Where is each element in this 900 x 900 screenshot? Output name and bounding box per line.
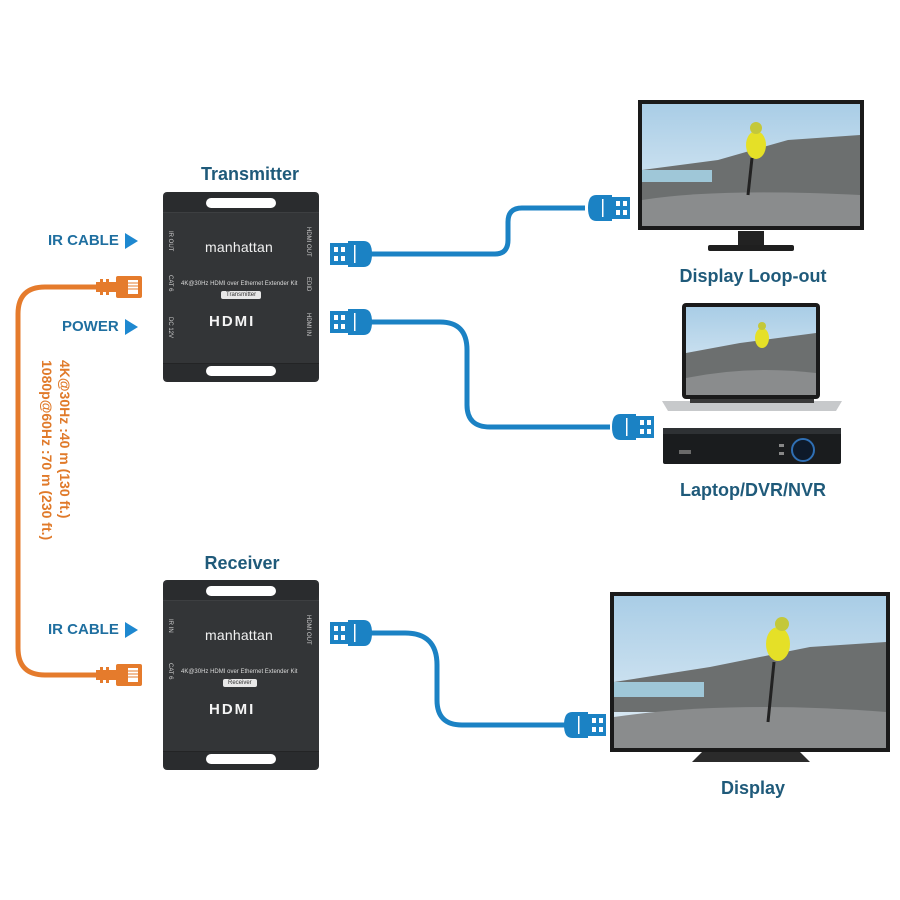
model-badge: Receiver: [223, 679, 257, 687]
hdmi-cable-loopout: [370, 205, 585, 257]
port-cat6: CAT 6: [167, 275, 173, 292]
distance-1080p: 1080p@60Hz :70 m (230 ft.): [39, 360, 55, 541]
port-dc: DC 12V: [167, 317, 173, 339]
port-cat6: CAT 6: [167, 663, 173, 680]
kit-text: 4K@30Hz HDMI over Ethernet Extender Kit: [181, 281, 298, 287]
brand-logo: manhattan: [205, 239, 273, 255]
hdmi-cable-display: [370, 630, 565, 728]
power-label: POWER: [62, 318, 138, 335]
monitor-image: [638, 100, 864, 251]
ethernet-cable: [15, 284, 100, 678]
transmitter-device: manhattan 4K@30Hz HDMI over Ethernet Ext…: [163, 192, 319, 382]
hdmi-logo: HDMI: [209, 313, 256, 330]
hdmi-plug-icon: [330, 620, 372, 646]
dvr-image: [663, 428, 841, 464]
arrow-right-icon: [124, 621, 138, 638]
distance-4k: 4K@30Hz :40 m (130 ft.): [57, 360, 73, 519]
distance-spec: 4K@30Hz :40 m (130 ft.) 1080p@60Hz :70 m…: [38, 360, 74, 540]
hdmi-plug-icon: [330, 309, 372, 335]
port-hdmi-out: HDMI OUT: [305, 615, 311, 645]
ir-cable-text: IR CABLE: [48, 232, 119, 249]
ir-cable-label-rx: IR CABLE: [48, 621, 138, 638]
ir-cable-text: IR CABLE: [48, 621, 119, 638]
receiver-title: Receiver: [204, 553, 280, 573]
hdmi-cable-source: [370, 319, 610, 430]
transmitter-title: Transmitter: [200, 164, 300, 184]
kit-text: 4K@30Hz HDMI over Ethernet Extender Kit: [181, 669, 298, 675]
ir-cable-label-tx: IR CABLE: [48, 232, 138, 249]
arrow-right-icon: [124, 232, 138, 249]
arrow-right-icon: [124, 318, 138, 335]
port-hdmi-out: HDMI OUT: [305, 227, 311, 257]
hdmi-logo: HDMI: [209, 701, 256, 718]
port-hdmi-in: HDMI IN: [305, 313, 311, 336]
display-loopout-label: Display Loop-out: [679, 266, 827, 286]
brand-logo: manhattan: [205, 627, 273, 643]
port-ir-in: IR IN: [167, 619, 173, 633]
port-ir-out: IR OUT: [167, 231, 173, 252]
power-text: POWER: [62, 318, 119, 335]
laptop-image: [662, 303, 842, 411]
tv-image: [610, 592, 890, 762]
laptop-dvr-nvr-label: Laptop/DVR/NVR: [680, 480, 826, 500]
hdmi-plug-icon: [588, 195, 630, 221]
model-badge: Transmitter: [221, 291, 262, 299]
hdmi-plug-icon: [330, 241, 372, 267]
receiver-device: manhattan 4K@30Hz HDMI over Ethernet Ext…: [163, 580, 319, 770]
hdmi-plug-icon: [612, 414, 654, 440]
port-edid: EDID: [305, 277, 311, 292]
hdmi-plug-icon: [564, 712, 606, 738]
display-label: Display: [720, 778, 786, 798]
